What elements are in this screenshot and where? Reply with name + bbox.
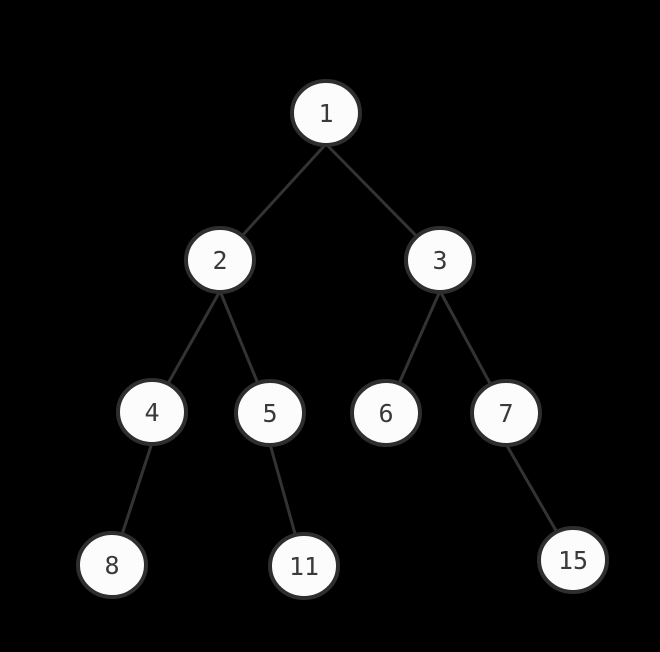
tree-node-circle-1	[290, 79, 362, 147]
tree-node-5: 5	[234, 379, 306, 447]
tree-node-circle-15	[537, 526, 609, 594]
tree-node-7: 7	[470, 379, 542, 447]
tree-node-label-3: 3	[432, 246, 447, 275]
tree-node-circle-8	[76, 531, 148, 599]
tree-node-label-2: 2	[212, 246, 227, 275]
tree-node-circle-6	[350, 379, 422, 447]
tree-node-11: 11	[268, 532, 340, 600]
tree-node-label-5: 5	[262, 399, 277, 428]
tree-node-circle-3	[404, 226, 476, 294]
tree-node-3: 3	[404, 226, 476, 294]
tree-node-label-1: 1	[318, 99, 333, 128]
tree-node-2: 2	[184, 226, 256, 294]
tree-node-circle-2	[184, 226, 256, 294]
tree-node-1: 1	[290, 79, 362, 147]
tree-node-4: 4	[116, 378, 188, 446]
tree-node-circle-4	[116, 378, 188, 446]
tree-node-8: 8	[76, 531, 148, 599]
tree-node-6: 6	[350, 379, 422, 447]
tree-node-label-15: 15	[558, 546, 588, 575]
tree-node-label-11: 11	[289, 552, 319, 581]
tree-node-label-4: 4	[144, 398, 159, 427]
tree-node-label-8: 8	[104, 551, 119, 580]
tree-node-15: 15	[537, 526, 609, 594]
tree-node-label-7: 7	[498, 399, 513, 428]
tree-node-circle-5	[234, 379, 306, 447]
tree-node-circle-7	[470, 379, 542, 447]
tree-node-label-6: 6	[378, 399, 393, 428]
tree-node-circle-11	[268, 532, 340, 600]
